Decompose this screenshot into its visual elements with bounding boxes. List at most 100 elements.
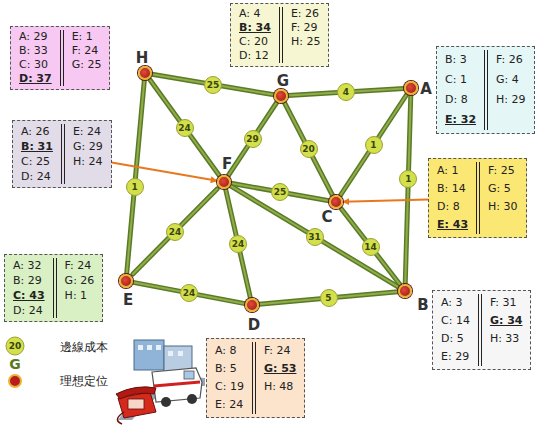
distance-cell: B: 29 [13,273,45,288]
edge-cost-label: 25 [271,183,289,201]
connector-line [127,80,145,274]
table-column: A: 4B: 34C: 20D: 12 [239,7,271,63]
node-letter: H [136,49,149,67]
road-edge [127,80,145,274]
edge-cost-label: 1 [365,136,383,154]
edge-cost-label: 5 [320,289,338,307]
connector-line [341,95,407,195]
distance-cell: C: 1 [445,70,476,90]
distance-cell: B: 5 [215,360,244,378]
distance-cell: D: 12 [239,49,271,63]
distance-cell: E: 24 [215,396,244,414]
road-edge [231,183,329,201]
edge-cost-label: 1 [126,178,144,196]
distance-cell: F: 26 [496,50,525,70]
location-node: B [398,284,412,298]
distance-cell: A: 8 [215,342,244,360]
distance-table-box: A: 4B: 34C: 20D: 12 E: 26F: 29H: 25 [230,3,329,67]
location-node: A [404,81,418,95]
edge-cost-label: 25 [204,76,222,94]
table-column: B: 3C: 1D: 8E: 32 [445,50,476,130]
distance-cell: F: 25 [488,162,517,180]
connector-line [152,74,274,95]
column-divider [53,258,57,318]
connector-line [285,103,333,195]
edge-cost-label: 20 [300,140,318,158]
distance-cell: D: 5 [441,330,470,348]
road-edge [226,189,251,298]
edge-cost-label: 31 [306,228,324,246]
table-column: E: 26F: 29H: 25 [291,7,320,49]
legend-samples [6,337,24,387]
table-column: A: 1B: 14D: 8E: 43 [437,162,468,234]
distance-cell: B: 3 [445,50,476,70]
distance-cell: A: 26 [21,124,53,139]
distance-cell: G: 25 [72,58,102,72]
distance-cell: D: 8 [437,198,468,216]
table-column: E: 1F: 24G: 25 [72,30,102,72]
location-node: C [329,195,343,209]
connector-line [133,282,245,303]
distance-cell: D: 8 [445,90,476,110]
distance-cell: H: 24 [73,154,103,169]
distance-cell: D: 37 [19,72,52,86]
distance-cell: E: 26 [291,7,320,21]
distance-cell: F: 24 [264,342,297,360]
distance-cell: F: 24 [65,258,95,273]
distance-cell: H: 25 [291,35,320,49]
node-letter: C [321,208,332,226]
edge-cost-label: 29 [244,130,262,148]
distance-cell: H: 33 [490,330,523,348]
table-column: F: 25G: 5H: 30 [488,162,517,216]
location-node: D [245,298,259,312]
connector-line [405,95,411,284]
distance-cell: G: 26 [65,273,95,288]
column-divider [279,7,283,63]
edge-cost-label: 24 [166,223,184,241]
road-edge [341,95,407,195]
location-node: E [119,274,133,288]
distance-cell: A: 3 [441,294,470,312]
table-column: E: 24G: 29H: 24 [73,124,103,169]
legend-cost-sample: 20 [9,341,22,351]
node-letter: G [277,72,289,90]
location-node: H [138,66,152,80]
distance-cell: C: 14 [441,312,470,330]
legend-text: 邊線成本 [60,339,108,356]
distance-cell: F: 29 [291,21,320,35]
distance-cell: H: 30 [488,198,517,216]
distance-cell: A: 29 [19,30,52,44]
column-divider [478,294,482,366]
legend-location-letter: G [9,356,21,372]
edge-cost-label: 24 [176,119,194,137]
table-column: A: 8B: 5C: 19E: 24 [215,342,244,414]
edge-cost-label: 24 [229,235,247,253]
connector-line [133,189,217,274]
distance-cell: E: 24 [73,124,103,139]
connector-line [226,189,251,298]
pointer-arrow [343,199,428,201]
distance-cell: G: 4 [496,70,525,90]
distance-cell: D: 24 [21,169,53,184]
ambulance-phone-illustration [116,340,205,424]
column-divider [476,162,480,234]
distance-cell: B: 31 [21,139,53,154]
node-letter: D [248,316,260,334]
distance-cell: G: 34 [490,312,523,330]
table-column: A: 32B: 29C: 43D: 24 [13,258,45,318]
distance-cell: G: 5 [488,180,517,198]
distance-cell: E: 29 [441,348,470,366]
road-edge [229,103,277,175]
distance-cell: E: 43 [437,216,468,234]
connector-line [231,183,329,201]
distance-cell: F: 31 [490,294,523,312]
table-column: A: 3C: 14D: 5E: 29 [441,294,470,366]
distance-cell: F: 24 [72,44,102,58]
edge-cost-label: 4 [337,83,355,101]
distance-cell: B: 33 [19,44,52,58]
connector-line [341,209,399,284]
connector-line [341,209,399,284]
connector-line [229,103,277,175]
distance-cell: G: 29 [73,139,103,154]
